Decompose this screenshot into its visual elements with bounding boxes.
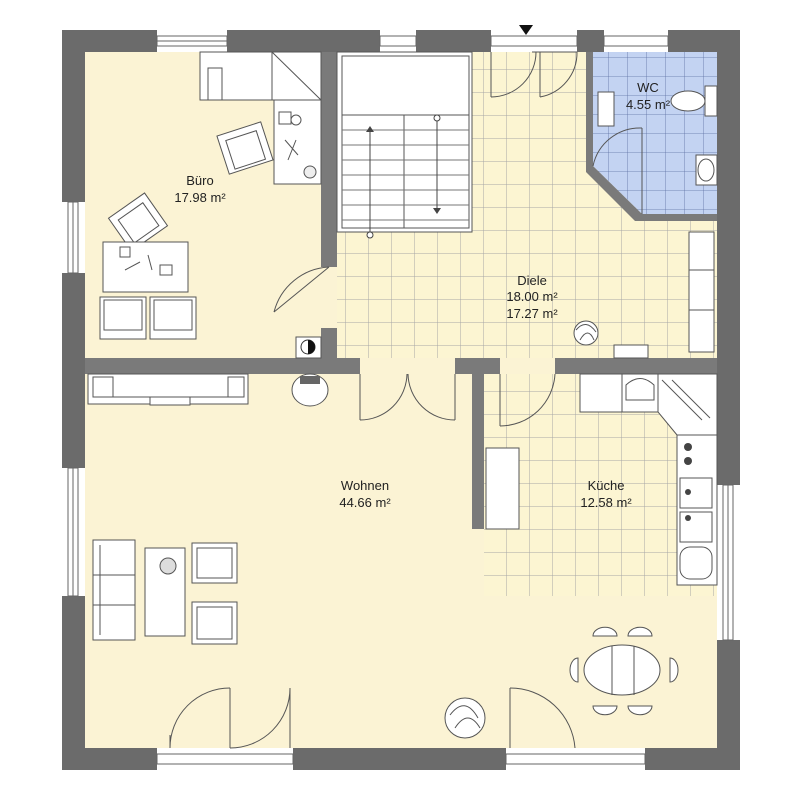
room-area-wc: 4.55 m² <box>626 97 671 112</box>
room-name-kueche: Küche <box>588 478 625 493</box>
room-name-diele: Diele <box>517 273 547 288</box>
wohnen-furniture <box>87 373 520 739</box>
room-area-diele-alt: 17.27 m² <box>506 306 558 321</box>
room-area-wohnen: 44.66 m² <box>339 495 391 510</box>
room-name-wc: WC <box>637 80 659 95</box>
room-area-diele: 18.00 m² <box>506 289 558 304</box>
outer-walls <box>62 30 740 770</box>
entrance-arrow-icon <box>519 25 533 35</box>
doors <box>169 51 643 749</box>
room-area-kueche: 12.58 m² <box>580 495 632 510</box>
diele-furniture <box>573 231 715 359</box>
dining-table <box>569 626 679 716</box>
inner-walls <box>85 52 717 529</box>
staircase <box>336 51 473 239</box>
buero-furniture <box>99 51 322 359</box>
wc-fixtures <box>597 85 718 186</box>
room-area-buero: 17.98 m² <box>174 190 226 205</box>
kueche-furniture <box>579 373 718 586</box>
room-name-wohnen: Wohnen <box>341 478 389 493</box>
room-labels: Büro 17.98 m² WC 4.55 m² Diele 18.00 m² … <box>174 80 670 510</box>
room-name-buero: Büro <box>186 173 213 188</box>
windows <box>67 35 734 765</box>
